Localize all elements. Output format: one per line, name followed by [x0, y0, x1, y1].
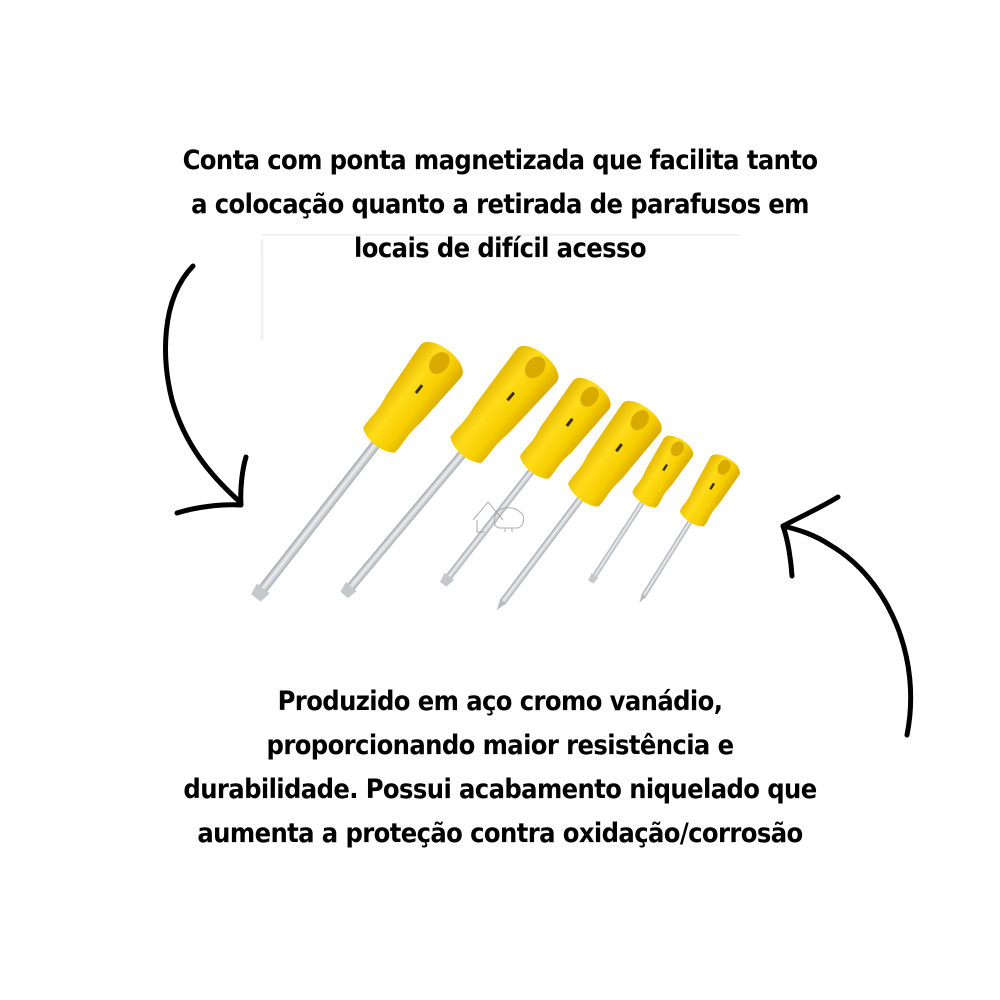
screwdriver-5-slotted-small	[588, 435, 694, 584]
bottom-caption-line-3: durabilidade. Possui acabamento niquelad…	[183, 774, 817, 805]
screwdriver-1-slotted-large	[251, 341, 463, 602]
screwdriver-4-phillips	[496, 401, 662, 611]
screwdriver-6-phillips-small	[639, 454, 740, 603]
top-caption-line-1: Conta com ponta magnetizada que facilita…	[182, 145, 818, 176]
bottom-caption-line-2: proporcionando maior resistência e	[266, 730, 735, 761]
bottom-caption: Produzido em aço cromo vanádio, proporci…	[0, 680, 1000, 856]
screwdriver-3-slotted-medium	[439, 378, 611, 587]
bottom-caption-line-1: Produzido em aço cromo vanádio,	[277, 686, 723, 717]
bottom-caption-line-4: aumenta a proteção contra oxidação/corro…	[197, 818, 803, 849]
screwdriver-2-slotted	[340, 345, 559, 599]
top-caption-line-2: a colocação quanto a retirada de parafus…	[191, 189, 809, 220]
background-ghost	[260, 234, 740, 340]
top-caption: Conta com ponta magnetizada que facilita…	[0, 139, 1000, 271]
watermark-logo-icon	[472, 501, 525, 533]
top-caption-line-3: locais de difícil acesso	[354, 233, 647, 264]
